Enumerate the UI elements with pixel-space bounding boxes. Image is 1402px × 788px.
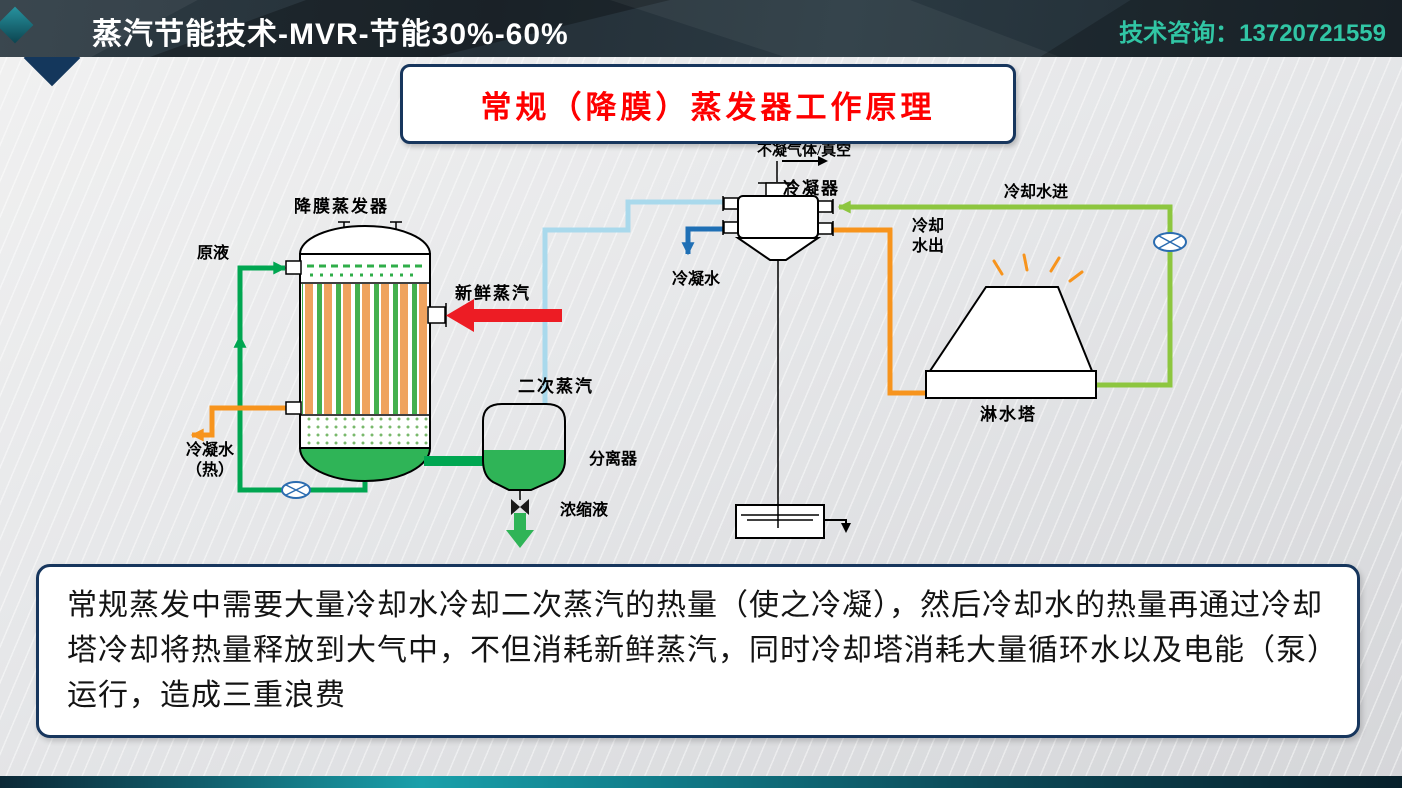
condensate-label: 冷凝水 [672,271,721,288]
non-condensable-label: 不凝气体/真空 [757,143,852,159]
cooling-tower [925,253,1097,399]
secondary-steam-label: 二次蒸汽 [518,377,594,396]
pipe-cooling-water-in [837,200,1173,388]
fresh-steam-label: 新鲜蒸汽 [455,284,531,303]
condenser-vessel [722,156,834,261]
slide-title: 常规（降膜）蒸发器工作原理 [480,89,936,125]
concentrate-arrow [506,513,534,548]
bottom-strip [0,776,1402,788]
fresh-steam-arrow [446,299,562,332]
cooling-pump-icon [1153,232,1187,252]
feed-valve-icon [281,481,311,499]
pipe-secondary-steam [542,199,735,404]
slide-title-box: 常规（降膜）蒸发器工作原理 [400,64,1016,144]
pipe-condensate-water [681,226,735,256]
condensate-hot-label: 冷凝水 （热） [185,442,234,479]
concentrate-label: 浓缩液 [560,502,609,519]
raw-liquid-label: 原液 [197,245,230,262]
page-title: 蒸汽节能技术-MVR-节能30%-60% [92,18,569,51]
contact-phone: 技术咨询：13720721559 [1119,20,1386,47]
falling-film-evaporator [285,221,447,482]
description-text: 常规蒸发中需要大量冷却水冷却二次蒸汽的热量（使之冷凝），然后冷却水的热量再通过冷… [67,589,1323,712]
tank-drain-arrow [824,519,851,533]
pipe-condensate-hot [190,405,288,442]
seal-tank [735,260,851,539]
separator-label: 分离器 [589,451,638,468]
header-pattern-facet [610,0,1060,57]
header-bar [0,0,1402,57]
pipe-raw-liquid-feed [233,261,368,493]
spray-tower-label: 淋水塔 [980,405,1037,424]
pipe-cooling-water-out [833,227,927,396]
spray-rays-icon [992,253,1084,283]
condenser-label: 冷凝器 [783,179,840,198]
description-box: 常规蒸发中需要大量冷却水冷却二次蒸汽的热量（使之冷凝），然后冷却水的热量再通过冷… [36,564,1360,738]
cooling-water-in-label: 冷却水进 [1004,184,1069,201]
separator-vessel [424,403,566,548]
evaporator-label: 降膜蒸发器 [294,197,389,216]
cooling-water-out-label: 冷却 水出 [911,218,944,255]
concentrate-valve-icon [511,499,529,515]
